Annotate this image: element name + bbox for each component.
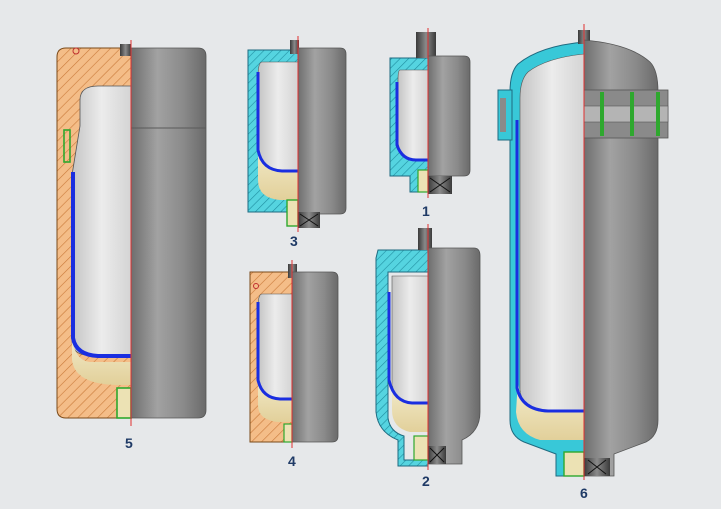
- acc4-fluid-region: [258, 372, 292, 422]
- acc3-shell-exterior: [297, 47, 347, 215]
- acc1-label: 1: [422, 203, 430, 219]
- acc1-gas-valve: [416, 32, 436, 58]
- acc6-flange-bolt-2: [630, 92, 634, 136]
- acc2-fluid-region: [392, 380, 428, 432]
- acc5-label: 5: [125, 435, 133, 451]
- acc6-bladder: [515, 120, 584, 413]
- acc5-shell-exterior: [130, 47, 207, 419]
- acc6-fluid-port: [563, 451, 585, 477]
- acc1-bladder: [395, 82, 428, 162]
- acc6-fluid-region: [516, 380, 584, 440]
- acc3-fluid-region: [258, 140, 298, 200]
- acc2-label: 2: [422, 473, 430, 489]
- accumulator-3: 3: [247, 36, 347, 249]
- acc5-gas-valve: [120, 44, 131, 56]
- acc3-gas-valve: [290, 40, 299, 54]
- acc5-bladder: [71, 172, 131, 358]
- acc1-shell-exterior: [427, 55, 471, 177]
- acc4-bladder: [256, 302, 292, 401]
- acc1-gas-chamber: [397, 69, 429, 161]
- acc5-fluid-port: [116, 387, 132, 419]
- acc4-label: 4: [288, 453, 296, 469]
- acc3-bladder: [256, 72, 298, 173]
- acc3-label: 3: [290, 233, 298, 249]
- accumulator-2: 2: [375, 224, 481, 489]
- acc2-bladder: [387, 292, 428, 405]
- acc5-seal-ring: [63, 129, 71, 163]
- accumulator-1: 1: [389, 28, 471, 219]
- acc6-flange-bolt-1: [600, 92, 604, 136]
- acc5-top-screw: [72, 47, 80, 55]
- acc2-shell-exterior: [427, 247, 481, 465]
- acc4-fluid-port: [283, 423, 293, 443]
- accumulator-6: 6: [497, 24, 669, 501]
- acc2-gas-chamber: [391, 275, 429, 403]
- acc5-gas-chamber: [71, 85, 132, 356]
- acc6-flange-bolt-3: [656, 92, 660, 136]
- acc2-gas-valve: [418, 228, 432, 250]
- acc4-gas-chamber: [257, 293, 293, 401]
- acc3-fluid-port: [286, 199, 299, 227]
- acc5-fluid-region: [72, 330, 131, 385]
- accumulator-5: 5: [56, 40, 207, 451]
- acc2-fluid-port: [413, 435, 429, 461]
- acc6-gas-chamber: [519, 53, 585, 411]
- acc3-gas-chamber: [257, 61, 299, 173]
- acc4-shell-exterior: [291, 271, 339, 443]
- acc1-fluid-port: [417, 169, 429, 193]
- accumulator-4: 4: [249, 260, 339, 469]
- acc6-shell-exterior: [583, 39, 659, 477]
- acc6-label: 6: [580, 485, 588, 501]
